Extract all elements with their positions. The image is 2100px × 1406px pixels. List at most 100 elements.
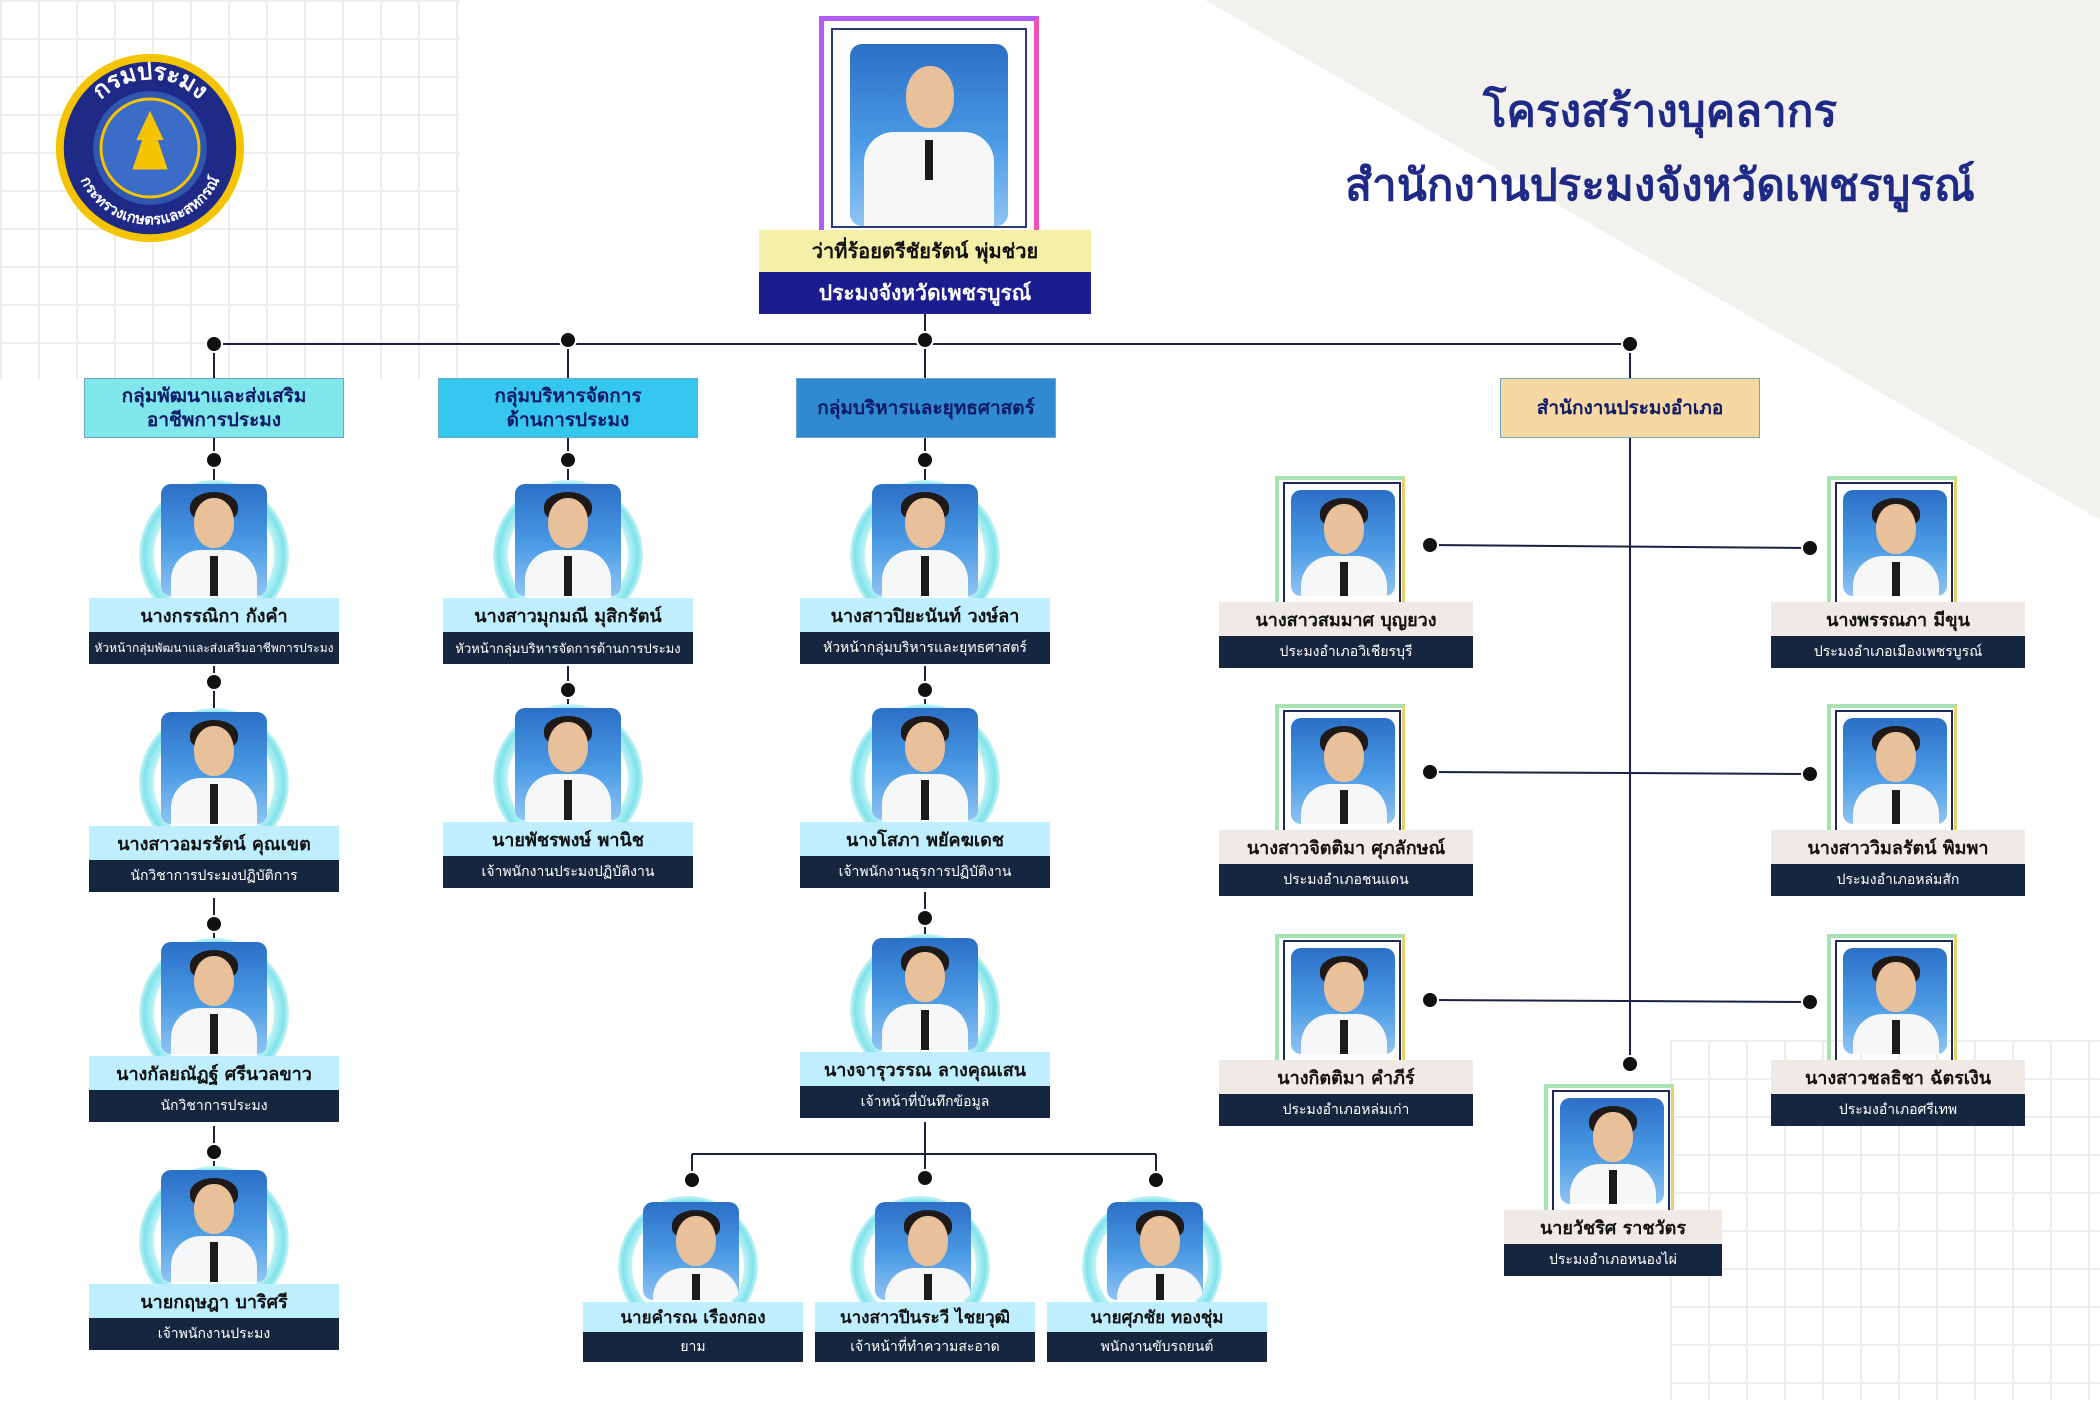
staff-role: ประมงอำเภอหล่มเก่า <box>1219 1094 1473 1126</box>
staff-card: นางโสภา พยัคฆเดช เจ้าพนักงานธุรการปฏิบัต… <box>800 704 1050 914</box>
district-staff-card: นางพรรณภา มีขุน ประมงอำเภอเมืองเพชรบูรณ์ <box>1771 476 2025 672</box>
group-label: กลุ่มบริหารและยุทธศาสตร์ <box>817 397 1035 419</box>
staff-name: นางสาววิมลรัตน์ พิมพา <box>1771 830 2025 864</box>
staff-role: นักวิชาการประมงปฏิบัติการ <box>89 860 339 892</box>
staff-photo <box>161 712 267 824</box>
staff-role: เจ้าพนักงานประมงปฏิบัติงาน <box>443 856 693 888</box>
group-label: กลุ่มพัฒนาและส่งเสริม อาชีพการประมง <box>121 385 307 431</box>
support-staff-card: นางสาวปีนระวี ไชยวุฒิ เจ้าหน้าที่ทำความส… <box>815 1196 1035 1406</box>
staff-role: เจ้าหน้าที่บันทึกข้อมูล <box>800 1086 1050 1118</box>
staff-name: นายคำรณ เรืองกอง <box>583 1302 803 1332</box>
staff-photo <box>515 484 621 596</box>
staff-role: หัวหน้ากลุ่มบริหารและยุทธศาสตร์ <box>800 632 1050 664</box>
staff-name: นางกิตติมา คำภีร์ <box>1219 1060 1473 1094</box>
group-label: สำนักงานประมงอำเภอ <box>1536 397 1724 419</box>
staff-role: ประมงอำเภอหนองไผ่ <box>1504 1244 1722 1276</box>
staff-name: นางพรรณภา มีขุน <box>1771 602 2025 636</box>
chief-photo <box>850 44 1008 226</box>
group-box-administration: กลุ่มบริหารและยุทธศาสตร์ <box>796 378 1056 438</box>
staff-card: นางกัลยณัฏฐ์ ศรีนวลขาว นักวิชาการประมง <box>89 938 339 1148</box>
staff-role: เจ้าพนักงานธุรการปฏิบัติงาน <box>800 856 1050 888</box>
staff-role: ประมงอำเภอชนแดน <box>1219 864 1473 896</box>
group-box-fisheries-management: กลุ่มบริหารจัดการ ด้านการประมง <box>438 378 698 438</box>
staff-photo <box>872 938 978 1050</box>
district-staff-card: นายวัชริศ ราชวัตร ประมงอำเภอหนองไผ่ <box>1504 1084 1722 1280</box>
group-box-district-offices: สำนักงานประมงอำเภอ <box>1500 378 1760 438</box>
staff-name: นายพัชรพงษ์ พานิช <box>443 822 693 856</box>
photo-frame <box>1275 934 1405 1064</box>
background-wedge <box>1205 0 2100 520</box>
staff-photo <box>872 484 978 596</box>
department-of-fisheries-logo: กรมประมง กระทรวงเกษตรและสหกรณ์ <box>55 53 245 243</box>
staff-photo <box>1560 1098 1664 1204</box>
staff-name: นางกัลยณัฏฐ์ ศรีนวลขาว <box>89 1056 339 1090</box>
staff-role: เจ้าพนักงานประมง <box>89 1318 339 1350</box>
district-staff-card: นางกิตติมา คำภีร์ ประมงอำเภอหล่มเก่า <box>1219 934 1473 1130</box>
support-staff-card: นายศุภชัย ทองชุ่ม พนักงานขับรถยนต์ <box>1047 1196 1267 1406</box>
staff-name: นางสาวปีนระวี ไชยวุฒิ <box>815 1302 1035 1332</box>
photo-frame <box>1827 934 1957 1064</box>
staff-photo <box>161 942 267 1054</box>
staff-role: เจ้าหน้าที่ทำความสะอาด <box>815 1332 1035 1362</box>
staff-name: นางโสภา พยัคฆเดช <box>800 822 1050 856</box>
district-staff-card: นางสาวสมมาศ บุญยวง ประมงอำเภอวิเชียรบุรี <box>1219 476 1473 672</box>
staff-photo <box>161 1170 267 1282</box>
staff-card: นายพัชรพงษ์ พานิช เจ้าพนักงานประมงปฏิบัต… <box>443 704 693 914</box>
support-staff-card: นายคำรณ เรืองกอง ยาม <box>583 1196 803 1406</box>
staff-name: นางสาวชลธิชา ฉัตรเงิน <box>1771 1060 2025 1094</box>
staff-photo <box>1291 948 1395 1054</box>
staff-card: นางกรรณิกา กังคำ หัวหน้ากลุ่มพัฒนาและส่ง… <box>89 480 339 690</box>
title-line-2: สำนักงานประมงจังหวัดเพชรบูรณ์ <box>1345 160 1975 211</box>
staff-role: นักวิชาการประมง <box>89 1090 339 1122</box>
staff-role: พนักงานขับรถยนต์ <box>1047 1332 1267 1362</box>
chief-name: ว่าที่ร้อยตรีชัยรัตน์ พุ่มช่วย <box>759 230 1091 272</box>
staff-role: ประมงอำเภอเมืองเพชรบูรณ์ <box>1771 636 2025 668</box>
staff-role: ประมงอำเภอศรีเทพ <box>1771 1094 2025 1126</box>
staff-name: นายกฤษฎา บาริศรี <box>89 1284 339 1318</box>
staff-name: นางสาวปิยะนันท์ วงษ์ลา <box>800 598 1050 632</box>
group-label: กลุ่มบริหารจัดการ ด้านการประมง <box>494 385 642 431</box>
staff-name: นางจารุวรรณ ลางคุณเสน <box>800 1052 1050 1086</box>
district-staff-card: นางสาวชลธิชา ฉัตรเงิน ประมงอำเภอศรีเทพ <box>1771 934 2025 1130</box>
staff-card: นางสาวมุกมณี มุสิกรัตน์ หัวหน้ากลุ่มบริห… <box>443 480 693 690</box>
staff-photo <box>1843 948 1947 1054</box>
staff-photo <box>161 484 267 596</box>
staff-photo <box>1843 718 1947 824</box>
staff-role: ประมงอำเภอวิเชียรบุรี <box>1219 636 1473 668</box>
staff-card: นางสาวอมรรัตน์ คุณเขต นักวิชาการประมงปฏิ… <box>89 708 339 918</box>
staff-role: หัวหน้ากลุ่มบริหารจัดการด้านการประมง <box>443 632 693 664</box>
chief-photo-border <box>831 28 1027 228</box>
staff-photo <box>1843 490 1947 596</box>
staff-name: นางสาวสมมาศ บุญยวง <box>1219 602 1473 636</box>
staff-photo <box>515 708 621 820</box>
staff-card: นางสาวปิยะนันท์ วงษ์ลา หัวหน้ากลุ่มบริหา… <box>800 480 1050 690</box>
staff-photo <box>1291 718 1395 824</box>
staff-photo <box>872 708 978 820</box>
district-staff-card: นางสาวจิตติมา ศุภลักษณ์ ประมงอำเภอชนแดน <box>1219 704 1473 900</box>
photo-frame <box>1827 476 1957 606</box>
chief-card: ว่าที่ร้อยตรีชัยรัตน์ พุ่มช่วย ประมงจังห… <box>759 14 1091 314</box>
chief-role: ประมงจังหวัดเพชรบูรณ์ <box>759 272 1091 314</box>
staff-name: นางสาวอมรรัตน์ คุณเขต <box>89 826 339 860</box>
staff-role: หัวหน้ากลุ่มพัฒนาและส่งเสริมอาชีพการประม… <box>89 632 339 664</box>
staff-name: นายวัชริศ ราชวัตร <box>1504 1210 1722 1244</box>
title-line-1: โครงสร้างบุคลากร <box>1482 86 1838 137</box>
staff-photo <box>1107 1202 1203 1300</box>
staff-name: นายศุภชัย ทองชุ่ม <box>1047 1302 1267 1332</box>
staff-photo <box>875 1202 971 1300</box>
staff-name: นางสาวมุกมณี มุสิกรัตน์ <box>443 598 693 632</box>
staff-photo <box>643 1202 739 1300</box>
photo-frame <box>1275 704 1405 834</box>
group-box-development: กลุ่มพัฒนาและส่งเสริม อาชีพการประมง <box>84 378 344 438</box>
district-staff-card: นางสาววิมลรัตน์ พิมพา ประมงอำเภอหล่มสัก <box>1771 704 2025 900</box>
staff-card: นายกฤษฎา บาริศรี เจ้าพนักงานประมง <box>89 1166 339 1376</box>
photo-frame <box>1544 1084 1674 1214</box>
photo-frame <box>1275 476 1405 606</box>
staff-name: นางสาวจิตติมา ศุภลักษณ์ <box>1219 830 1473 864</box>
photo-frame <box>1827 704 1957 834</box>
staff-role: ประมงอำเภอหล่มสัก <box>1771 864 2025 896</box>
staff-name: นางกรรณิกา กังคำ <box>89 598 339 632</box>
staff-card: นางจารุวรรณ ลางคุณเสน เจ้าหน้าที่บันทึกข… <box>800 934 1050 1144</box>
staff-role: ยาม <box>583 1332 803 1362</box>
